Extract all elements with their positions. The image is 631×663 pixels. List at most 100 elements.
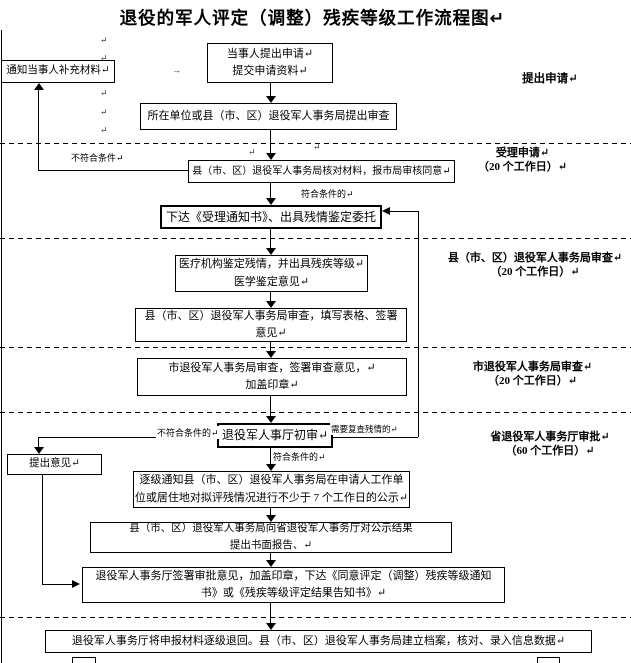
box-text: 提出意见↵ [29, 458, 80, 470]
paragraph-mark-icon: ↵ [248, 147, 256, 157]
connector-publicity-to-report [270, 508, 271, 516]
box-text: 提出书面报告、↵ [229, 539, 313, 551]
label-qualified-top: 符合条件的↵ [300, 187, 355, 200]
box-text: 县（市、区）退役军人事务局审查，填写表格、签署 [144, 309, 398, 322]
arrowhead-down-icon [266, 351, 276, 358]
arrowhead-down-icon [266, 153, 276, 160]
paragraph-mark-icon: ↵ [100, 125, 108, 135]
box-text: 市退役军人事务局审查，签署审查意见，↵ [168, 361, 376, 374]
stage-label-line: （20 个工作日）↵ [490, 266, 580, 278]
connector-recheck-vertical [418, 211, 419, 437]
box-written-report: 县（市、区）退役军人事务局向省退役军人事务厅对公示结果 提出书面报告、↵ [90, 522, 452, 553]
box-text: 通知当事人补充材料↵ [6, 65, 110, 77]
connector-countycheck-to-notice [270, 183, 271, 199]
arrowhead-left-icon [382, 207, 390, 215]
paragraph-mark-icon: ↵ [313, 142, 321, 152]
arrowhead-down-icon [266, 464, 276, 471]
label-not-qualified-bottom: 不符合条件的↵ [156, 426, 220, 439]
box-county-review: 县（市、区）退役军人事务局审查，填写表格、签署 意见↵ [135, 308, 407, 342]
stage-divider-1 [0, 143, 631, 144]
stage-label-city-review: 市退役军人事务局审查↵ （20 个工作日）↵ [450, 360, 615, 388]
connector-unit-to-countycheck [270, 130, 271, 154]
stage-label-county-review: 县（市、区）退役军人事务局审查↵ （20 个工作日）↵ [435, 251, 631, 279]
box-medical-appraisal: 医疗机构鉴定残情，并出具残疾等级↵ 医学鉴定意见↵ [175, 255, 368, 292]
box-text: 逐级通知县（市、区）退役军人事务局在申请人工作单 [139, 474, 404, 487]
box-text: 加盖印章↵ [245, 379, 299, 391]
box-text: 退役军人事务厅签署审批意见，加盖印章，下达《同意评定（调整）残疾等级通知 [95, 569, 492, 582]
partial-box-bottom-left [72, 657, 96, 663]
page-title: 退役的军人评定（调整）残疾等级工作流程图↵ [119, 8, 506, 28]
box-county-check: 县（市、区）退役军人事务局核对材料，报市局审核同意↵ [188, 160, 455, 183]
stage-divider-5 [0, 617, 631, 618]
box-city-review: 市退役军人事务局审查，签署审查意见，↵ 加盖印章↵ [137, 358, 407, 396]
box-text: 退役军人事务厅将申报材料逐级退回。县（市、区）退役军人事务局建立档案，核对、录入… [71, 634, 566, 647]
arrowhead-down-icon [266, 515, 276, 522]
box-text: 当事人提出申请↵ [226, 47, 314, 60]
box-text: 所在单位或县（市、区）退役军人事务局提出审查 [147, 109, 390, 122]
stage-label-line: 受理申请↵ [495, 147, 550, 159]
stage-divider-4 [0, 412, 631, 413]
stage-label-province-approve: 省退役军人事务厅审批↵ （60 个工作日）↵ [465, 430, 631, 458]
connector-initial-to-publicity [270, 448, 271, 465]
paragraph-mark-icon: ↵ [100, 53, 108, 63]
partial-box-bottom-right [537, 657, 560, 663]
box-notify-supplement: 通知当事人补充材料↵ [1, 60, 115, 83]
connector-medical-to-countyreview [270, 292, 271, 302]
box-issue-notice: 下达《受理通知书》、出具残情鉴定委托 [160, 205, 382, 229]
arrowhead-down-icon [266, 96, 276, 103]
box-text: 县（市、区）退役军人事务局向省退役军人事务厅对公示结果 [129, 523, 413, 535]
connector-opinion-down [42, 475, 43, 584]
arrowhead-down-icon [266, 301, 276, 308]
box-archive-return: 退役军人事务厅将申报材料逐级退回。县（市、区）退役军人事务局建立档案，核对、录入… [45, 630, 592, 653]
connector-report-to-approval [270, 553, 271, 561]
label-recheck-disability: 需要复查残情的↵ [330, 423, 399, 435]
arrowhead-down-icon [266, 623, 276, 630]
box-applicant-apply: 当事人提出申请↵ 提交申请资料↵ [207, 43, 333, 83]
box-text: 意见↵ [255, 327, 287, 339]
connector-cityreview-to-initial [270, 396, 271, 417]
box-publicity: 逐级通知县（市、区）退役军人事务局在申请人工作单 位或居住地对拟评残情况进行不少… [133, 471, 410, 508]
box-raise-opinion: 提出意见↵ [7, 454, 102, 475]
stage-label-line: （20 个工作日）↵ [478, 161, 567, 173]
stage-label-apply: 提出申请↵ [495, 72, 605, 86]
stage-label-line: 县（市、区）退役军人事务局审查↵ [447, 252, 623, 264]
connector-apply-to-unit [270, 83, 271, 97]
box-text: 提交申请资料↵ [232, 65, 308, 77]
stage-label-line: 省退役军人事务厅审批↵ [490, 431, 610, 443]
box-text: 医疗机构鉴定残情，并出具残疾等级↵ [178, 258, 365, 271]
box-text: 县（市、区）退役军人事务局核对材料，报市局审核同意↵ [192, 165, 451, 177]
box-unit-review: 所在单位或县（市、区）退役军人事务局提出审查 [140, 103, 397, 130]
tab-mark-icon: → [172, 65, 181, 75]
stage-label-line: 提出申请↵ [522, 73, 578, 85]
box-text: 下达《受理通知书》、出具残情鉴定委托 [165, 209, 376, 224]
arrowhead-down-icon [266, 416, 276, 423]
connector-notqualified-horizontal [38, 170, 188, 171]
box-text: 退役军人事厅初审↵ [221, 428, 329, 443]
arrowhead-down-icon [266, 248, 276, 255]
arrowhead-down-icon [34, 447, 44, 454]
box-approval-issue: 退役军人事务厅签署审批意见，加盖印章，下达《同意评定（调整）残疾等级通知 书》或… [82, 567, 505, 603]
connector-opinion-to-approval [42, 584, 72, 585]
label-qualified-bottom: 符合条件的↵ [272, 450, 327, 463]
paragraph-mark-icon: ↵ [100, 35, 108, 45]
stage-label-accept: 受理申请↵ （20 个工作日）↵ [450, 146, 595, 174]
stage-label-line: （20 个工作日）↵ [488, 375, 577, 387]
arrowhead-right-icon [72, 580, 80, 588]
connector-recheck-top [390, 211, 418, 212]
label-not-qualified-top: 不符合条件↵ [70, 151, 125, 164]
connector-countyreview-to-cityreview [270, 342, 271, 352]
stage-label-line: （60 个工作日）↵ [505, 445, 595, 457]
paragraph-mark-icon: ↵ [100, 107, 108, 117]
stage-label-line: 市退役军人事务局审查↵ [472, 361, 593, 373]
box-text: 书》或《残疾等级评定结果告知书》↵ [200, 587, 387, 599]
arrowhead-down-icon [266, 560, 276, 567]
stage-divider-2 [0, 238, 631, 239]
connector-notice-to-medical [270, 228, 271, 249]
stage-divider-3 [0, 347, 631, 348]
box-text: 医学鉴定意见↵ [233, 275, 310, 288]
connector-notqualified-vertical [38, 89, 39, 170]
connector-opinion-horizontal [38, 437, 217, 438]
connector-recheck-bottom [333, 437, 418, 438]
connector-approval-to-archive [270, 603, 271, 624]
